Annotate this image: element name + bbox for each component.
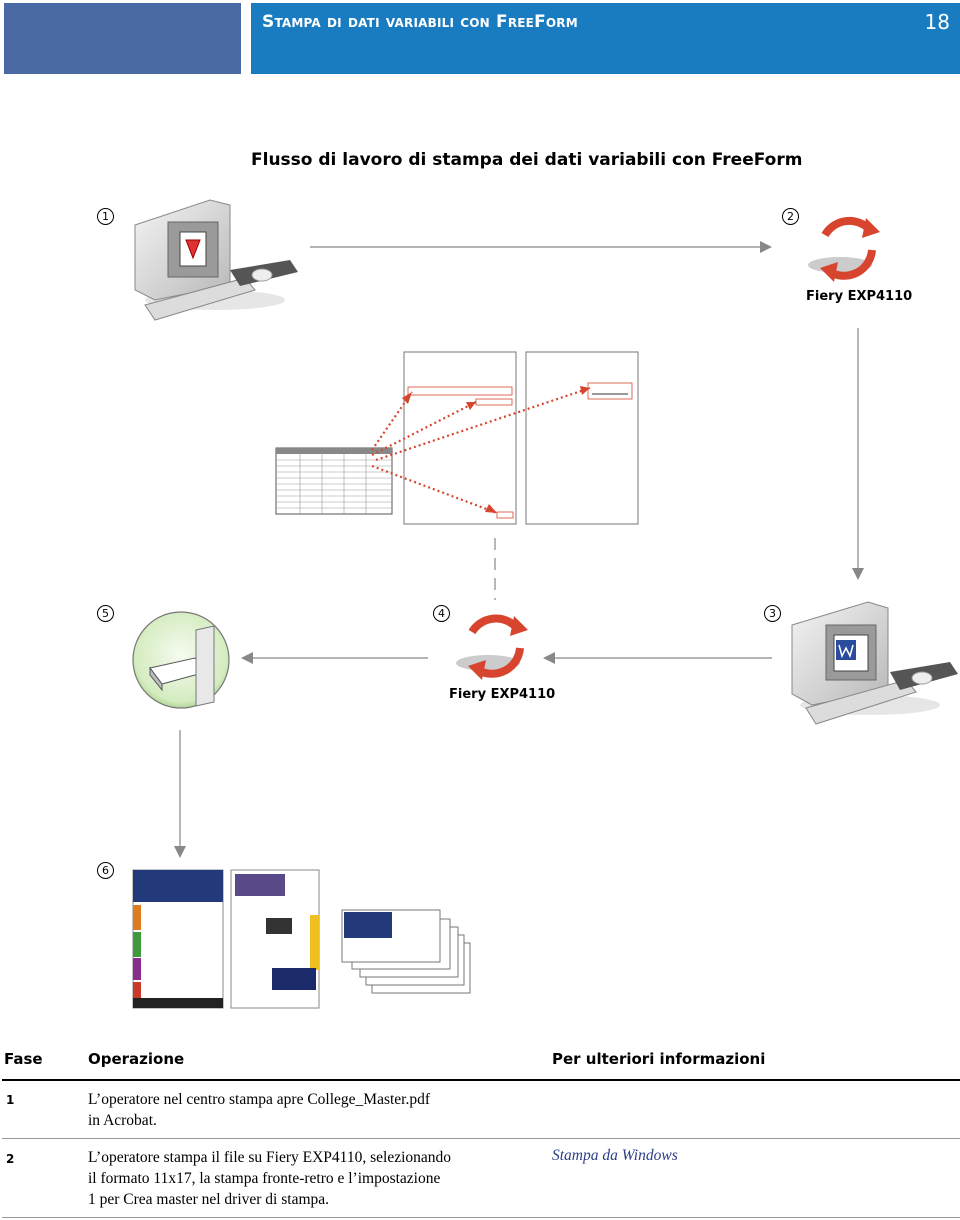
step-number-2: 2 bbox=[782, 208, 799, 225]
step-number-6: 6 bbox=[97, 862, 114, 879]
more-info-link-stampa-da-windows[interactable]: Stampa da Windows bbox=[552, 1147, 678, 1164]
workstation-icon-step1 bbox=[134, 199, 298, 321]
output-tray-icon bbox=[132, 611, 230, 709]
step-number-4: 4 bbox=[433, 605, 450, 622]
page-number: 18 bbox=[924, 10, 950, 34]
header-left-block bbox=[4, 3, 241, 74]
column-header-more-info: Per ulteriori informazioni bbox=[552, 1050, 766, 1068]
figure-title: Flusso di lavoro di stampa dei dati vari… bbox=[251, 150, 803, 170]
row-2-operation-line: il formato 11x17, la stampa fronte-retro… bbox=[88, 1170, 441, 1187]
row-2-operation-line: 1 per Crea master nel driver di stampa. bbox=[88, 1191, 330, 1208]
row-2-operation: L’operatore stampa il file su Fiery EXP4… bbox=[88, 1147, 488, 1210]
section-title: Stampa di dati variabili con FreeForm bbox=[262, 12, 578, 32]
column-header-phase: Fase bbox=[4, 1050, 43, 1068]
table-bottom-rule bbox=[2, 1217, 960, 1218]
workstation-icon-step3 bbox=[791, 601, 958, 725]
header-bar bbox=[251, 3, 960, 74]
row-2-phase: 2 bbox=[6, 1152, 15, 1166]
row-divider bbox=[2, 1138, 960, 1139]
server-label-top: Fiery EXP4110 bbox=[806, 289, 913, 304]
printed-output-samples bbox=[132, 869, 471, 1009]
server-label-middle: Fiery EXP4110 bbox=[449, 687, 556, 702]
row-1-phase: 1 bbox=[6, 1093, 15, 1107]
fiery-server-icon-top bbox=[808, 216, 880, 282]
step-number-3: 3 bbox=[764, 605, 781, 622]
data-link-arrows bbox=[371, 386, 591, 515]
row-1-operation-line: L’operatore nel centro stampa apre Colle… bbox=[88, 1091, 431, 1108]
column-header-operation: Operazione bbox=[88, 1050, 185, 1068]
row-1-operation-line: in Acrobat. bbox=[88, 1112, 157, 1129]
document-pages bbox=[403, 351, 639, 525]
row-2-operation-line: L’operatore stampa il file su Fiery EXP4… bbox=[88, 1149, 452, 1166]
workflow-diagram bbox=[132, 199, 958, 1009]
row-1-operation: L’operatore nel centro stampa apre Colle… bbox=[88, 1089, 488, 1131]
header-rule bbox=[2, 1079, 960, 1081]
step-number-1: 1 bbox=[97, 208, 114, 225]
step-number-5: 5 bbox=[97, 605, 114, 622]
spreadsheet-thumbnail bbox=[275, 447, 393, 515]
fiery-server-icon-middle bbox=[456, 614, 528, 680]
